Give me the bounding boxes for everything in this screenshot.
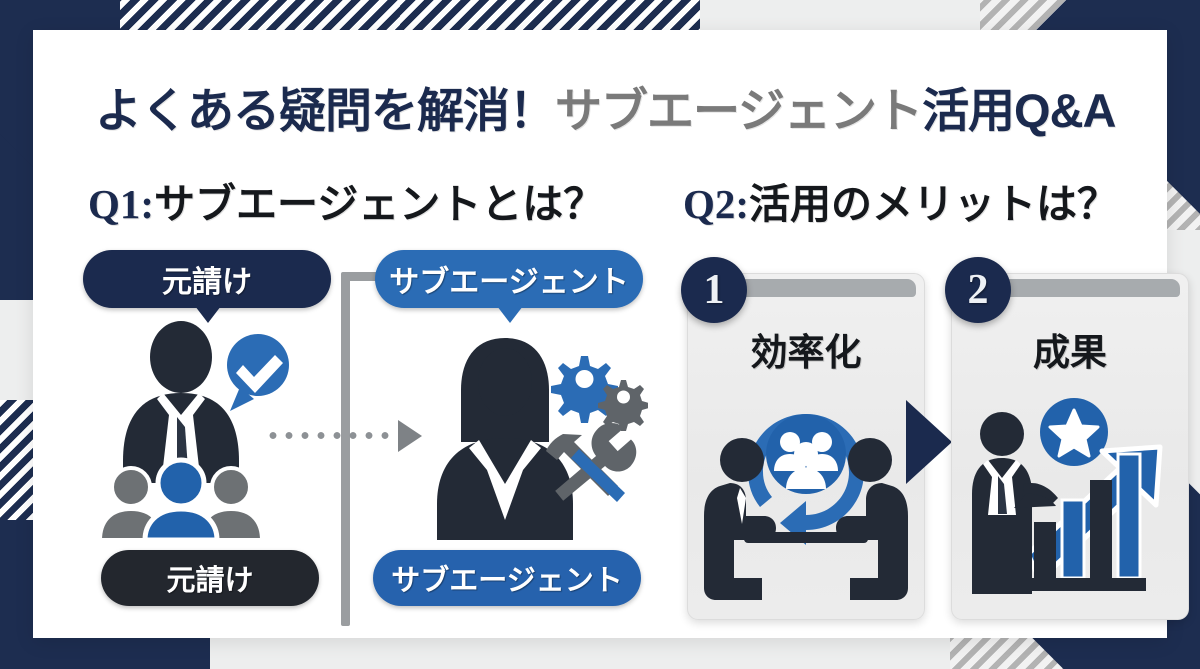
badge-prime-contractor-top-label: 元請け — [162, 266, 252, 299]
q1-question-text: サブエージェントとは？ — [154, 181, 605, 227]
q2-question-text: 活用のメリットは？ — [749, 181, 1119, 227]
q1-heading: Q1:サブエージェントとは？ — [88, 170, 604, 230]
badge-sub-agent-bottom: サブエージェント — [373, 550, 641, 606]
merit-card-1-number: 1 — [703, 267, 725, 313]
merit-card-1-label: 効率化 — [750, 332, 862, 373]
q2-heading: Q2:活用のメリットは？ — [683, 170, 1118, 230]
q1-vertical-divider — [341, 278, 350, 626]
badge-prime-contractor-bottom-label: 元請け — [166, 565, 254, 597]
two-people-meeting-collaboration-icon — [704, 414, 908, 600]
badge-prime-contractor-top: 元請け — [83, 250, 331, 323]
badge-prime-contractor-bottom: 元請け — [101, 550, 319, 606]
badge-sub-agent-top: サブエージェント — [375, 250, 643, 323]
page-title-part3: 活用Q&A — [922, 84, 1116, 137]
merit-card-1-number-badge: 1 — [681, 257, 747, 323]
merit-card-2-label: 成果 — [1033, 332, 1107, 373]
businessman-with-check-group-icon — [97, 321, 289, 540]
flow-arrow-right-icon — [398, 420, 422, 452]
q2-panel: 効率化 — [681, 245, 1200, 625]
businesswoman-with-gears-tools-icon — [437, 338, 648, 540]
merit-card-1: 効率化 — [687, 273, 925, 620]
flow-dotted-line-icon — [265, 431, 395, 440]
merit-flow-arrow-right-icon — [906, 400, 952, 484]
page-title-part2: サブエージェント — [555, 84, 923, 137]
badge-tail-icon — [195, 306, 221, 323]
page-title-part1: よくある疑問を解消！ — [95, 84, 556, 137]
merit-card-1-top-bar — [696, 279, 916, 297]
main-content-card: よくある疑問を解消！サブエージェント活用Q&A Q1:サブエージェントとは？ Q… — [33, 30, 1189, 638]
q2-tag: Q2: — [683, 181, 750, 227]
merit-card-2-number-badge: 2 — [945, 257, 1011, 323]
page-title: よくある疑問を解消！サブエージェント活用Q&A — [95, 72, 1175, 141]
badge-sub-agent-bottom-label: サブエージェント — [391, 565, 623, 597]
q1-panel: 元請け サブエージェント — [83, 240, 663, 630]
merit-card-2-number: 2 — [967, 267, 989, 313]
presenter-growth-chart-star-icon — [972, 398, 1163, 594]
badge-tail-icon — [497, 306, 523, 323]
merit-card-2: 成果 — [951, 273, 1189, 620]
q1-tag: Q1: — [88, 181, 155, 227]
badge-sub-agent-top-label: サブエージェント — [389, 266, 629, 299]
merit-card-2-top-bar — [960, 279, 1180, 297]
